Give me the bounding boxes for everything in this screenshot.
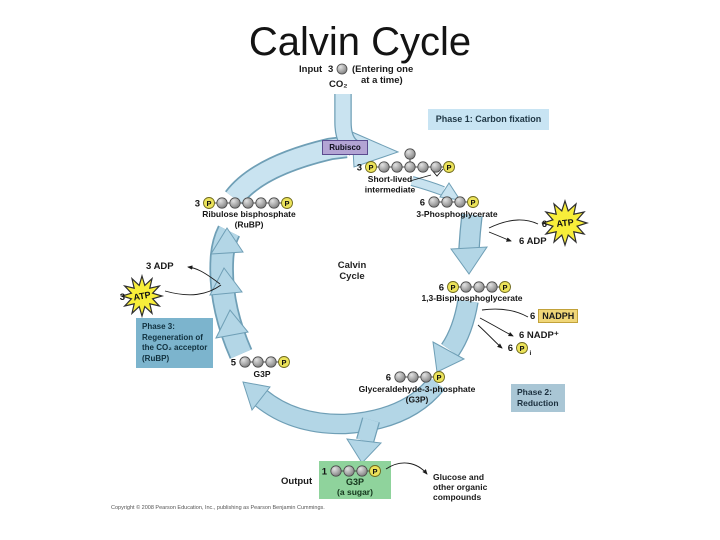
svg-text:P: P <box>372 467 377 476</box>
atp-star-right <box>541 199 589 247</box>
svg-text:5: 5 <box>231 358 237 369</box>
input-label: Input <box>299 64 323 75</box>
svg-text:P: P <box>368 163 373 172</box>
nadph-label: 6 NADPH <box>530 309 579 323</box>
chain-pg3: 6 P 3-Phosphoglycerate <box>416 196 498 219</box>
svg-text:6: 6 <box>542 219 547 230</box>
phase3-line4: (RuBP) <box>142 353 170 363</box>
input-note-line1: (Entering one <box>352 64 414 75</box>
line-to-nadph <box>481 308 529 318</box>
svg-text:6: 6 <box>508 343 513 354</box>
svg-text:3: 3 <box>120 292 125 303</box>
svg-text:P: P <box>284 199 289 208</box>
svg-text:1,3-Bisphosphoglycerate: 1,3-Bisphosphoglycerate <box>421 293 522 303</box>
line-to-adp3 <box>187 265 221 285</box>
phase2-line2: Reduction <box>517 398 559 408</box>
rubisco-enzyme-label: Rubisco <box>322 140 368 155</box>
svg-text:3: 3 <box>357 163 362 174</box>
svg-text:6: 6 <box>386 373 391 384</box>
co2-label: CO₂ <box>329 79 348 90</box>
phase3-box: Phase 3: Regeneration of the CO₂ accepto… <box>136 318 214 368</box>
line-to-pi <box>477 324 503 349</box>
svg-text:i: i <box>530 350 532 357</box>
svg-text:6: 6 <box>439 283 444 294</box>
svg-text:P: P <box>450 283 455 292</box>
chain-g3p_left: 5 P G3P <box>231 356 290 379</box>
svg-text:intermediate: intermediate <box>365 185 416 195</box>
chevron-arrow <box>210 227 244 255</box>
line-to-nadp <box>479 317 514 337</box>
svg-text:P: P <box>446 163 451 172</box>
glucose-label: Glucose and other organic compounds <box>433 472 488 502</box>
nadp-label: 6 NADP⁺ <box>519 330 559 341</box>
svg-text:3: 3 <box>195 199 200 210</box>
phase2-line1: Phase 2: <box>517 387 552 397</box>
svg-text:P: P <box>502 283 507 292</box>
line-to-adp6 <box>488 231 512 242</box>
svg-text:3-Phosphoglycerate: 3-Phosphoglycerate <box>416 209 498 219</box>
chevron-arrow <box>215 309 249 339</box>
cycle-center-label: Calvin Cycle <box>337 260 367 282</box>
svg-text:(G3P): (G3P) <box>406 395 429 405</box>
chain-g3p_right: 6 P Glyceraldehyde-3-phosphate(G3P) <box>359 371 476 405</box>
svg-text:6: 6 <box>420 198 425 209</box>
svg-text:G3P: G3P <box>253 369 270 379</box>
output-g3p-label: G3P <box>345 477 364 487</box>
output-label: Output <box>281 476 313 487</box>
adp3-label: 3 ADP <box>146 261 174 272</box>
svg-text:P: P <box>519 344 524 353</box>
svg-text:ATP: ATP <box>556 217 574 229</box>
phase1-box: Phase 1: Carbon fixation <box>428 109 549 130</box>
svg-text:1: 1 <box>322 467 328 478</box>
svg-text:Glyceraldehyde-3-phosphate: Glyceraldehyde-3-phosphate <box>359 384 476 394</box>
line-from-atp3 <box>164 284 222 296</box>
copyright-line: Copyright © 2008 Pearson Education, Inc.… <box>111 505 325 511</box>
input-note-line2: at a time) <box>361 75 403 86</box>
input-count: 3 <box>328 64 334 75</box>
svg-text:(RuBP): (RuBP) <box>235 220 264 230</box>
nadph-badge: NADPH <box>538 309 579 323</box>
svg-text:ATP: ATP <box>133 290 152 303</box>
phase2-box: Phase 2: Reduction <box>511 384 565 412</box>
svg-text:P: P <box>281 358 286 367</box>
line-to-glucose <box>385 462 428 475</box>
phase3-line3: the CO₂ acceptor <box>142 343 208 352</box>
adp6-label: 6 ADP <box>519 236 547 247</box>
phase3-line2: Regeneration of <box>142 332 203 342</box>
page-title: Calvin Cycle <box>248 20 472 64</box>
svg-text:Ribulose bisphosphate: Ribulose bisphosphate <box>202 209 296 219</box>
output-sugar-label: (a sugar) <box>337 487 373 497</box>
phase3-line1: Phase 3: <box>142 322 175 331</box>
svg-text:Short-lived: Short-lived <box>368 174 412 184</box>
atp-star-left <box>119 273 165 319</box>
co2-molecule-ball <box>336 63 348 75</box>
svg-text:P: P <box>436 373 441 382</box>
svg-text:P: P <box>470 198 475 207</box>
line-to-atp6 <box>488 219 539 229</box>
svg-text:P: P <box>206 199 211 208</box>
short-lived-pointer <box>409 174 432 182</box>
